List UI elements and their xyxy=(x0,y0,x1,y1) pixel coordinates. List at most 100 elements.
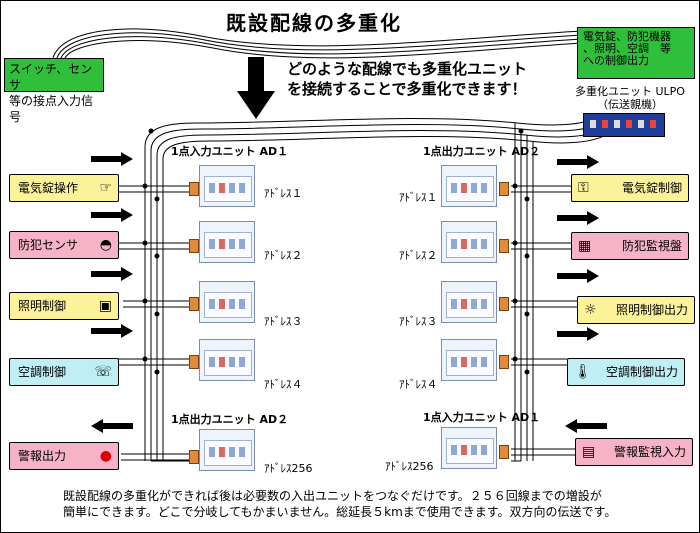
address-label: ｱﾄﾞﾚｽ１ xyxy=(264,187,303,200)
ulpo-led xyxy=(590,120,596,128)
device-label: 防犯監視盤 xyxy=(621,239,682,253)
device-label: 電気錠制御 xyxy=(621,181,682,195)
unit-connector xyxy=(499,297,509,311)
output-unit xyxy=(441,165,497,207)
device-label: 防犯センサ xyxy=(18,238,79,252)
device-label: 空調制御出力 xyxy=(605,365,678,379)
ceiling-light-icon: ☼ xyxy=(584,302,597,318)
ulpo-master-unit xyxy=(583,113,665,137)
unit-face xyxy=(204,232,252,258)
unit-face xyxy=(446,438,494,464)
footer-description: 既設配線の多重化ができれば後は必要数の入出ユニットをつなぐだけです。２５６回線ま… xyxy=(63,488,683,520)
device-alarm-output: 警報出力 ● xyxy=(9,442,119,470)
door-lock-icon: ⚿ xyxy=(578,180,589,196)
output-unit xyxy=(199,429,255,471)
ulpo-led xyxy=(638,120,644,128)
address-label: ｱﾄﾞﾚｽ256 xyxy=(264,462,313,475)
contact-input-line-1: スイッチ、センサ xyxy=(9,62,93,92)
device-label: 照明制御 xyxy=(18,299,67,313)
device-label: 照明制御出力 xyxy=(615,303,688,317)
unit-connector xyxy=(499,355,509,369)
unit-face xyxy=(446,292,494,318)
page-title: 既設配線の多重化 xyxy=(226,11,402,35)
thermostat-icon: ☏ xyxy=(94,364,112,380)
unit-face xyxy=(446,232,494,258)
left-out-unit-header: 1点出力ユニット AD２ xyxy=(171,413,289,426)
unit-connector xyxy=(189,355,199,369)
input-unit xyxy=(199,221,255,263)
output-unit xyxy=(441,281,497,323)
alarm-lamp-icon: ● xyxy=(99,448,112,464)
footer-line-1: 既設配線の多重化ができれば後は必要数の入出ユニットをつなぐだけです。２５６回線ま… xyxy=(63,489,602,503)
input-unit xyxy=(199,339,255,381)
monitor-panel-icon: ▦ xyxy=(578,238,592,254)
unit-connector xyxy=(189,182,199,196)
address-label: ｱﾄﾞﾚｽ３ xyxy=(264,315,303,328)
control-output-line-1: 電気錠、防犯機器 xyxy=(583,30,671,43)
ulpo-led xyxy=(614,120,620,128)
device-lock-operation: 電気錠操作 ☞ xyxy=(9,174,119,202)
unit-connector xyxy=(189,239,199,253)
input-unit xyxy=(199,165,255,207)
device-label: 警報監視入力 xyxy=(613,445,686,459)
address-label: ｱﾄﾞﾚｽ４ xyxy=(399,378,438,391)
hand-key-icon: ☞ xyxy=(99,180,112,196)
unit-face xyxy=(204,176,252,202)
device-lighting-control: 照明制御 ▣ xyxy=(9,292,119,320)
device-aircon-output: 🌡 空調制御出力 xyxy=(567,358,685,386)
contact-input-box: スイッチ、センサ 等の接点入力信号 xyxy=(4,58,104,124)
control-output-line-3: への制御出力 xyxy=(583,54,649,67)
unit-face xyxy=(446,350,494,376)
big-down-arrow xyxy=(237,57,275,119)
right-in-unit-header: 1点入力ユニット AD１ xyxy=(423,411,541,424)
contact-input-line-2: 等の接点入力信号 xyxy=(9,94,94,124)
address-label: ｱﾄﾞﾚｽ４ xyxy=(264,378,303,391)
sensor-dome-icon: ◓ xyxy=(99,237,112,253)
unit-face xyxy=(204,292,252,318)
ulpo-label-line-2: （伝送親機） xyxy=(596,98,663,111)
ulpo-led xyxy=(602,120,608,128)
input-unit xyxy=(441,427,497,469)
device-label: 空調制御 xyxy=(18,365,67,379)
device-label: 電気錠操作 xyxy=(18,181,79,195)
switch-panel-icon: ▣ xyxy=(98,298,112,314)
output-unit xyxy=(441,221,497,263)
headline-line-1: どのような配線でも多重化ユニット xyxy=(287,60,528,78)
device-alarm-monitor: ▤ 警報監視入力 xyxy=(575,438,693,466)
address-label: ｱﾄﾞﾚｽ２ xyxy=(399,249,438,262)
ulpo-led xyxy=(650,120,656,128)
output-unit xyxy=(441,339,497,381)
device-lock-control: ⚿ 電気錠制御 xyxy=(571,174,689,202)
address-label: ｱﾄﾞﾚｽ256 xyxy=(385,460,434,473)
unit-connector xyxy=(189,297,199,311)
device-aircon-control: 空調制御 ☏ xyxy=(9,358,119,386)
footer-line-2: 簡単にできます。どこで分岐してもかまいません。総延長５kmまで使用できます。双方… xyxy=(63,505,617,519)
ulpo-led xyxy=(626,120,632,128)
headline: どのような配線でも多重化ユニット を接続することで多重化できます！ xyxy=(287,59,527,99)
device-label: 警報出力 xyxy=(18,449,67,463)
device-lighting-output: ☼ 照明制御出力 xyxy=(577,296,695,324)
address-label: ｱﾄﾞﾚｽ１ xyxy=(399,191,438,204)
device-security-sensor: 防犯センサ ◓ xyxy=(9,231,119,259)
left-unit-header: 1点入力ユニット AD１ xyxy=(171,145,289,158)
alarm-monitor-icon: ▤ xyxy=(582,444,596,460)
unit-face xyxy=(204,440,252,466)
right-unit-header: 1点出力ユニット AD２ xyxy=(423,145,541,158)
unit-connector xyxy=(499,239,509,253)
unit-connector xyxy=(189,450,199,464)
unit-connector xyxy=(499,182,509,196)
input-unit xyxy=(199,281,255,323)
unit-face xyxy=(446,176,494,202)
unit-face xyxy=(204,350,252,376)
control-output-box: 電気錠、防犯機器 、照明、空調 等 への制御出力 xyxy=(577,27,695,79)
address-label: ｱﾄﾞﾚｽ２ xyxy=(264,249,303,262)
ulpo-label: 多重化ユニット ULPO （伝送親機） xyxy=(575,85,685,111)
thermometer-icon: 🌡 xyxy=(574,364,592,380)
unit-connector xyxy=(499,445,509,459)
address-label: ｱﾄﾞﾚｽ３ xyxy=(399,315,438,328)
device-security-panel: ▦ 防犯監視盤 xyxy=(571,232,689,260)
ulpo-label-line-1: 多重化ユニット ULPO xyxy=(575,85,685,98)
control-output-line-2: 、照明、空調 等 xyxy=(583,42,671,55)
